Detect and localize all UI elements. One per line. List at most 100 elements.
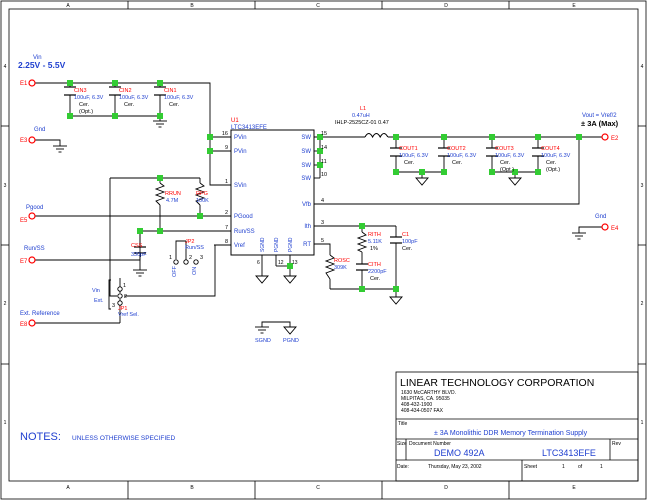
row-label: 2 (641, 301, 644, 307)
cin2-labels: CIN2 100uF, 6.3V Cer. (119, 88, 149, 108)
rith-labels: RITH 5.11K 1% (368, 232, 382, 252)
frame-column-labels: A B C D E A B C D E (66, 3, 576, 491)
ground-icon (133, 269, 147, 277)
title-block-text: LINEAR TECHNOLOGY CORPORATION 1630 McCAR… (397, 377, 621, 470)
pin-name: PGND (288, 237, 294, 252)
jp2-pin3: 3 (200, 255, 203, 261)
row-label: 4 (641, 64, 644, 70)
col-label: D (444, 485, 448, 491)
sheet-count: 1 (600, 464, 603, 470)
pin-number: 8 (225, 239, 228, 245)
cin1-type: Cer. (169, 102, 180, 108)
capacitor-icon (356, 263, 368, 271)
row-label: 1 (641, 420, 644, 426)
rrun-name: RRUN (165, 191, 181, 197)
c1-labels: C1 100pF Cer. (402, 232, 418, 252)
cout2-value: 100uF, 6.3V (447, 153, 477, 159)
cout2-type: Cer. (452, 160, 463, 166)
jp1-desc: Vref Sel. (118, 312, 139, 318)
pin-number: 2 (225, 210, 228, 216)
u1-bottom-pin-names: SGND PGND PGND (260, 237, 294, 252)
u1-labels: U1 LTC3413EFE (231, 118, 267, 131)
runss-label: Run/SS (24, 246, 45, 252)
inductor-icon (364, 132, 389, 139)
col-label: A (66, 485, 70, 491)
terminal-e3-icon (28, 136, 36, 144)
cin1-labels: CIN1 100uF, 6.3V Cer. (164, 88, 194, 108)
u1-pin-stubs (214, 136, 231, 246)
u1-ic-body (230, 129, 315, 256)
rosc-value: 309K (334, 265, 347, 271)
terminal-e7-icon (28, 256, 36, 264)
pin-number: 9 (225, 145, 228, 151)
cin3-value: 100uF, 6.3V (74, 95, 104, 101)
cout2-labels: COUT2 100uF, 6.3V Cer. (447, 146, 477, 166)
address-line: MILPITAS, CA. 95035 (401, 396, 450, 402)
terminal-labels: Vin 2.25V - 5.5V E1 Gnd E3 Pgood E5 Run/… (18, 55, 619, 328)
capacitor-icon (109, 86, 121, 96)
title-label: Title (398, 421, 407, 427)
rpg-labels: RPG 100K (196, 191, 209, 204)
pin-number: 4 (321, 198, 324, 204)
pin-name: Ith (304, 224, 311, 230)
cin3-labels: CIN3 100uF, 6.3V Cer. (Opt.) (74, 88, 104, 115)
ground-icon (572, 232, 586, 240)
ground-triangle-icon (415, 177, 429, 186)
jp2-labels: JP2 Run/SS 1 2 3 OFF ON (169, 239, 204, 277)
notes: NOTES: UNLESS OTHERWISE SPECIFIED (20, 431, 175, 443)
address-line: 1630 McCARTHY BLVD. (401, 390, 456, 396)
jp2-desc: Run/SS (185, 245, 204, 251)
terminal-e7-label: E7 (20, 259, 28, 265)
cin2-name: CIN2 (119, 88, 132, 94)
jp1-pin2: 2 (124, 294, 127, 300)
cout3-name: COUT3 (495, 146, 514, 152)
pin-number: 16 (222, 131, 228, 137)
sheet-label: Sheet (524, 464, 538, 470)
rith-tol: 1% (370, 246, 378, 252)
address-line: 408-434-0507 FAX (401, 408, 444, 414)
l1-labels: L1 0.47uH IHLP-2525CZ-01 0.47 (335, 106, 389, 126)
cith-name: CITH (368, 262, 381, 268)
ground-net-labels: SGND PGND (255, 338, 299, 344)
terminal-e8-icon (28, 319, 36, 327)
pin-name: SW (301, 163, 311, 169)
terminal-e2-icon (601, 133, 609, 141)
capacitor-icon (486, 147, 498, 157)
terminal-e2-label: E2 (611, 136, 619, 142)
jp1-pin3: 3 (112, 303, 115, 309)
c1-name: C1 (402, 232, 409, 238)
address-line: 408-432-1900 (401, 402, 432, 408)
col-label: B (190, 485, 194, 491)
css-value: 330pF (131, 252, 147, 258)
col-label: C (316, 3, 320, 9)
pin-number: 7 (225, 225, 228, 231)
pin-number: 11 (321, 159, 327, 165)
jp2-off: OFF (172, 265, 178, 277)
sgnd-ground-icon (255, 326, 269, 334)
of-label: of (578, 464, 583, 470)
u1-left-pin-numbers: 16 9 1 2 7 8 (222, 131, 228, 245)
jp1-ext: Ext. (94, 298, 104, 304)
part-value: LTC3413EFE (542, 448, 596, 458)
jp1-vin: Vin (92, 288, 100, 294)
pin-name: PVin (234, 135, 247, 141)
rrun-labels: RRUN 4.7M (165, 191, 181, 204)
row-label: 2 (4, 301, 7, 307)
pin-number: 10 (321, 172, 327, 178)
cin3-type: Cer. (79, 102, 90, 108)
jp2-pin2: 2 (189, 255, 192, 261)
resistor-icon (324, 254, 336, 280)
ground-triangle-icon (283, 275, 297, 284)
cin2-value: 100uF, 6.3V (119, 95, 149, 101)
cout2-name: COUT2 (447, 146, 466, 152)
rith-name: RITH (368, 232, 381, 238)
row-label: 4 (4, 64, 7, 70)
company-name: LINEAR TECHNOLOGY CORPORATION (400, 377, 594, 389)
pin-name: PVin (234, 149, 247, 155)
cout3-opt: (Opt.) (500, 167, 514, 173)
capacitor-symbols (64, 86, 544, 271)
rpg-name: RPG (196, 191, 208, 197)
pin-number: 5 (321, 238, 324, 244)
col-label: E (572, 3, 576, 9)
date-value: Thursday, May 23, 2002 (428, 464, 482, 470)
